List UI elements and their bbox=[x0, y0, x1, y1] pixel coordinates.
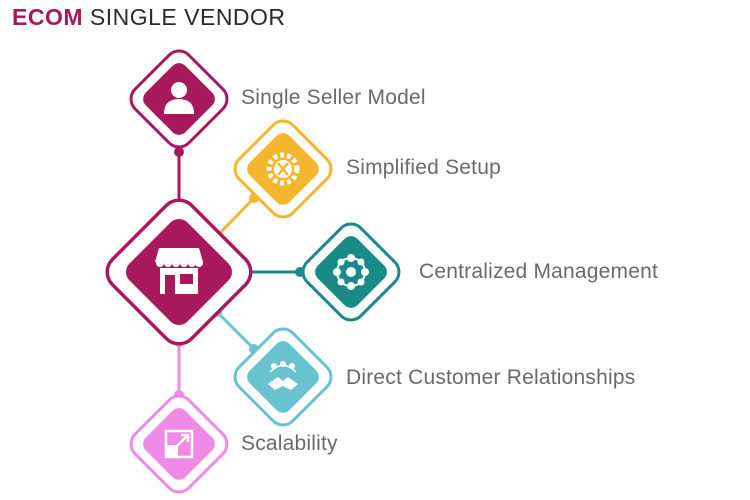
label-centralized: Centralized Management bbox=[419, 260, 658, 283]
network-hub-icon bbox=[333, 254, 369, 290]
label-scalability: Scalability bbox=[241, 432, 338, 455]
title-rest: SINGLE VENDOR bbox=[89, 4, 286, 30]
expand-arrow-icon bbox=[164, 429, 194, 459]
connector-simplified-setup bbox=[215, 196, 256, 238]
label-direct-customer: Direct Customer Relationships bbox=[346, 366, 635, 389]
node-centralized bbox=[301, 222, 401, 322]
connector-direct-customer bbox=[215, 310, 256, 351]
label-simplified-setup: Simplified Setup bbox=[346, 156, 501, 179]
title-brand: ECOM bbox=[12, 4, 83, 30]
page-title: ECOM SINGLE VENDOR bbox=[12, 4, 286, 31]
storefront-icon bbox=[155, 248, 203, 294]
label-single-seller: Single Seller Model bbox=[241, 86, 426, 109]
node-scalability bbox=[129, 394, 229, 494]
node-single-seller bbox=[129, 49, 229, 149]
gear-tools-icon bbox=[266, 152, 300, 186]
node-direct-customer bbox=[233, 327, 333, 427]
handshake-group-icon bbox=[268, 361, 298, 390]
node-simplified-setup bbox=[233, 119, 333, 219]
connector-dot bbox=[174, 147, 184, 157]
hub-node bbox=[105, 198, 253, 346]
user-icon bbox=[164, 82, 194, 114]
